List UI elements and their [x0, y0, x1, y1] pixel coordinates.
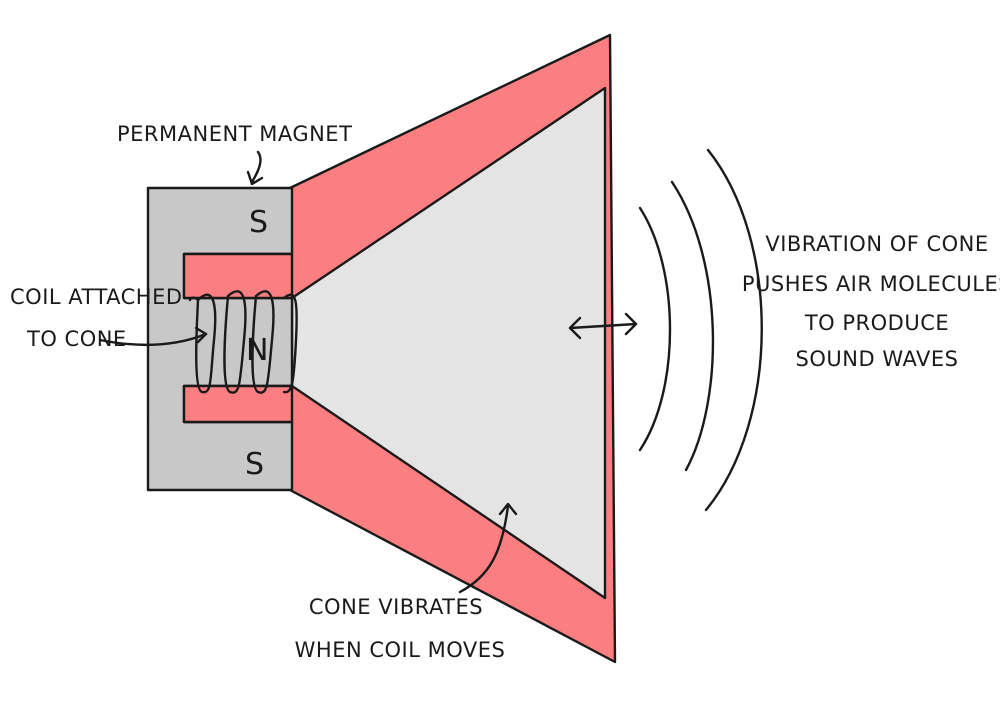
permanent-magnet-label: PERMANENT MAGNET: [117, 122, 352, 146]
sound-wave-3: [704, 148, 763, 512]
vibration-label-line2: PUSHES AIR MOLECULES: [742, 272, 1000, 296]
cone-label-line1: CONE VIBRATES: [309, 595, 483, 619]
sound-waves: [638, 148, 763, 512]
vibration-label-line3: TO PRODUCE: [804, 311, 949, 335]
pole-top-label: S: [249, 205, 268, 240]
coil-former-top: [182, 252, 294, 300]
vibration-label-line4: SOUND WAVES: [796, 347, 959, 371]
coil-former-bottom: [182, 384, 294, 424]
magnet-pointer: [246, 150, 264, 186]
sound-wave-1: [638, 206, 672, 452]
sound-wave-2: [670, 180, 715, 472]
coil-label-line1: COIL ATTACHED: [10, 285, 183, 309]
coil-pointer: [98, 326, 208, 346]
vibration-label-line1: VIBRATION OF CONE: [765, 232, 988, 256]
pole-center-label: N: [246, 333, 268, 368]
cone-pointer: [458, 502, 518, 594]
cone-label-line2: WHEN COIL MOVES: [295, 638, 506, 662]
coil: [188, 290, 298, 394]
pole-bottom-label: S: [245, 447, 264, 482]
vibration-arrow: [568, 312, 638, 340]
permanent-magnet: [146, 186, 294, 492]
coil-label-line2: TO CONE: [26, 327, 127, 351]
